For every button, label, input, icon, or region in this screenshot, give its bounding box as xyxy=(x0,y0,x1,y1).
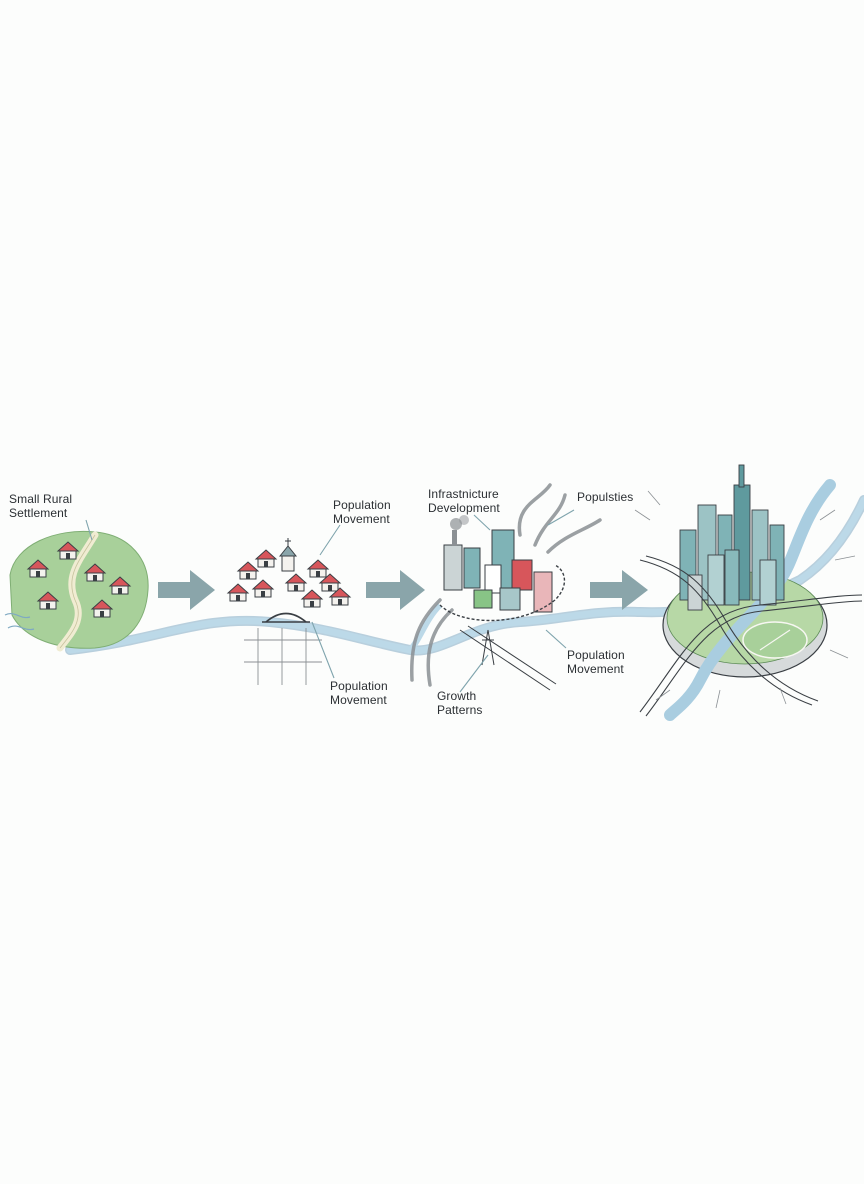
rural-settlement-illustration xyxy=(4,530,149,652)
label-small-rural-settlement: Small Rural Settlement xyxy=(9,492,73,520)
label-populsties: Populsties xyxy=(577,490,634,504)
label-infrastructure-development: Infrastnicture Development xyxy=(428,487,500,515)
industrial-town-illustration xyxy=(410,483,602,691)
label-population-movement-1: Population Movement xyxy=(333,498,391,526)
leader-lines xyxy=(85,509,575,693)
label-population-movement-2: Population Movement xyxy=(330,679,388,707)
flow-arrow-3 xyxy=(590,570,648,610)
metropolis-illustration xyxy=(634,464,863,721)
flow-arrow-2 xyxy=(366,570,425,610)
village-illustration xyxy=(227,538,351,685)
label-growth-patterns: Growth Patterns xyxy=(437,689,483,717)
flow-arrow-1 xyxy=(158,570,215,610)
label-population-movement-3: Population Movement xyxy=(567,648,625,676)
